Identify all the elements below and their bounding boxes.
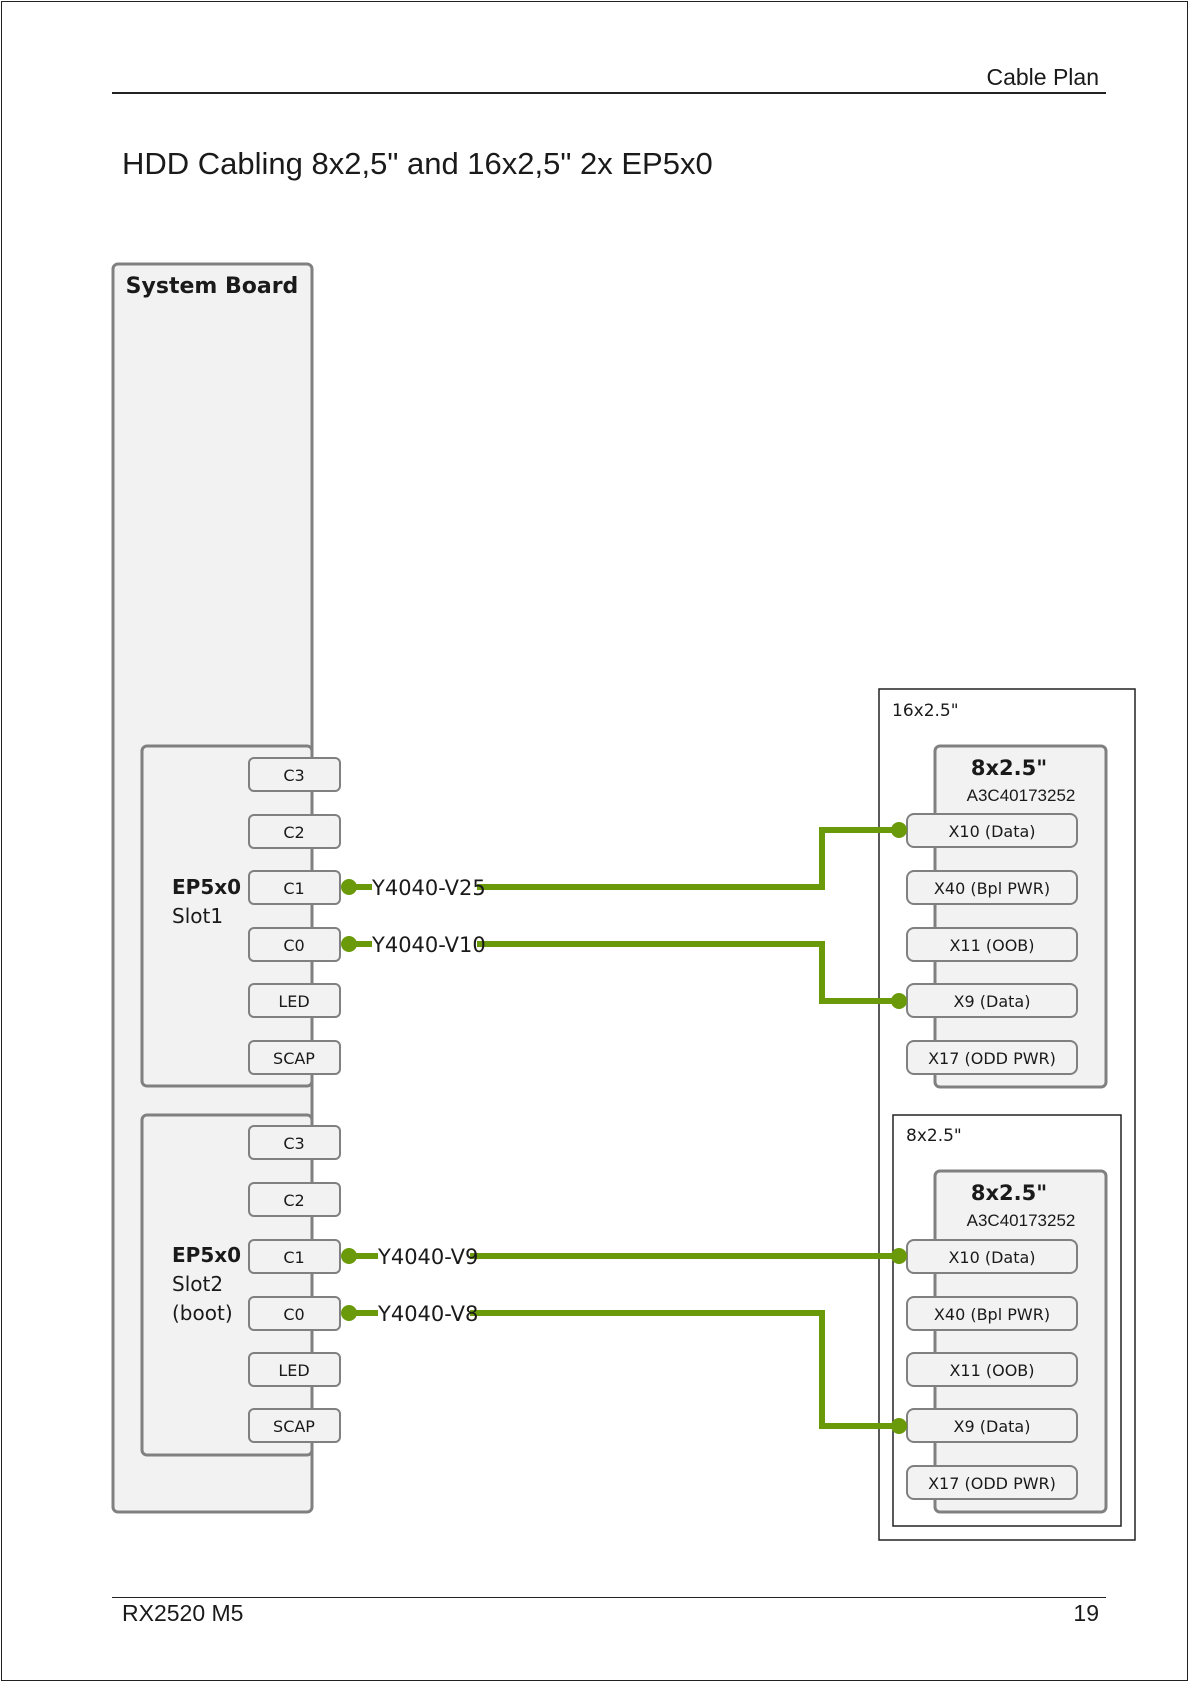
slot1-port-c3 — [248, 757, 341, 792]
page-title: HDD Cabling 8x2,5" and 16x2,5" 2x EP5x0 — [122, 146, 713, 181]
controller-slot2-boot: (boot) — [172, 1301, 233, 1325]
bp2-port-x17-label: X17 (ODD PWR) — [928, 1474, 1056, 1493]
bp2-port-x40-label: X40 (Bpl PWR) — [934, 1305, 1050, 1324]
slot2-port-c2 — [248, 1182, 341, 1217]
slot2-port-c3-label: C3 — [283, 1134, 304, 1153]
cable-label-v8: Y4040-V8 — [377, 1302, 478, 1326]
cage-8x25-label: 8x2.5" — [906, 1126, 962, 1146]
cable-label-v25: Y4040-V25 — [371, 876, 486, 900]
cage-16x25 — [878, 688, 1136, 1541]
slot1-port-scap — [248, 1040, 341, 1075]
bp1-port-x40-label: X40 (Bpl PWR) — [934, 879, 1050, 898]
bp1-port-x11-label: X11 (OOB) — [949, 936, 1034, 955]
footer-model: RX2520 M5 — [122, 1600, 244, 1626]
slot1-port-c3-label: C3 — [283, 766, 304, 785]
slot1-port-c2-label: C2 — [283, 823, 304, 842]
cage-8x25 — [892, 1114, 1122, 1527]
slot2-port-led-label: LED — [278, 1361, 309, 1380]
bp2-port-x11-label: X11 (OOB) — [949, 1361, 1034, 1380]
cable-y4040-v10 — [477, 941, 899, 1004]
bp2-port-x40 — [906, 1296, 1078, 1331]
backplane-1-ports: X10 (Data) X40 (Bpl PWR) X11 (OOB) X9 (D… — [906, 813, 1078, 1075]
endpoint-slot2-c0 — [341, 1305, 357, 1321]
slot2-port-c3 — [248, 1125, 341, 1160]
slot2-port-led — [248, 1352, 341, 1387]
header-title: Cable Plan — [986, 64, 1099, 90]
cable-label-v10: Y4040-V10 — [371, 933, 486, 957]
backplane-1-part: A3C40173252 — [967, 786, 1076, 805]
cable-labels: Y4040-V25 Y4040-V10 Y4040-V9 Y4040-V8 — [371, 876, 486, 1326]
slot2-port-c1-label: C1 — [283, 1248, 304, 1267]
bp2-port-x10 — [906, 1239, 1078, 1274]
slot1-port-c0-label: C0 — [283, 936, 304, 955]
slot2-port-c2-label: C2 — [283, 1191, 304, 1210]
controller-slot2-slot: Slot2 — [172, 1272, 223, 1296]
endpoint-bp2-x9 — [891, 1418, 907, 1434]
endpoint-slot1-c1 — [341, 879, 357, 895]
slot2-port-scap — [248, 1408, 341, 1443]
system-board-label: System Board — [126, 274, 299, 299]
bp1-port-x11 — [906, 927, 1078, 962]
cable-label-v9: Y4040-V9 — [377, 1245, 478, 1269]
controller-slot2-ports: C3 C2 C1 C0 LED SCAP — [248, 1125, 341, 1443]
endpoint-slot1-c0 — [341, 936, 357, 952]
controller-slot1-ports: C3 C2 C1 C0 LED SCAP — [248, 757, 341, 1075]
bp1-port-x17 — [906, 1040, 1078, 1075]
slot1-port-led — [248, 983, 341, 1018]
slot2-port-c0-label: C0 — [283, 1305, 304, 1324]
bp2-port-x10-label: X10 (Data) — [948, 1248, 1035, 1267]
slot2-port-c0 — [248, 1296, 341, 1331]
slot2-port-c1 — [248, 1239, 341, 1274]
endpoint-bp1-x9 — [891, 993, 907, 1009]
slot1-port-c2 — [248, 814, 341, 849]
bp1-port-x9-label: X9 (Data) — [954, 992, 1031, 1011]
controller-slot2-name: EP5x0 — [172, 1243, 241, 1267]
endpoint-bp1-x10 — [891, 822, 907, 838]
cables — [349, 827, 899, 1429]
controller-slot1 — [140, 744, 314, 1088]
backplane-2-ports: X10 (Data) X40 (Bpl PWR) X11 (OOB) X9 (D… — [906, 1239, 1078, 1500]
bp1-port-x40 — [906, 870, 1078, 905]
backplane-1-title: 8x2.5" — [971, 756, 1047, 780]
bp1-port-x9 — [906, 983, 1078, 1018]
slot1-port-scap-label: SCAP — [273, 1049, 315, 1068]
slot1-port-c1-label: C1 — [283, 879, 304, 898]
header-divider — [112, 92, 1106, 94]
slot1-port-led-label: LED — [278, 992, 309, 1011]
cable-y4040-v25 — [477, 827, 899, 890]
cage-16x25-label: 16x2.5" — [892, 701, 959, 721]
controller-slot1-name: EP5x0 — [172, 875, 241, 899]
slot1-port-c1 — [248, 870, 341, 905]
bp1-port-x10-label: X10 (Data) — [948, 822, 1035, 841]
bp2-port-x17 — [906, 1465, 1078, 1500]
footer-page-number: 19 — [1073, 1600, 1099, 1626]
endpoint-bp2-x10 — [891, 1248, 907, 1264]
slot1-port-c0 — [248, 927, 341, 962]
footer-divider — [112, 1597, 1106, 1598]
cable-y4040-v8 — [470, 1310, 899, 1429]
bp2-port-x9-label: X9 (Data) — [954, 1417, 1031, 1436]
slot2-port-scap-label: SCAP — [273, 1417, 315, 1436]
bp2-port-x11 — [906, 1352, 1078, 1387]
backplane-2-part: A3C40173252 — [967, 1211, 1076, 1230]
controller-slot2 — [140, 1113, 314, 1457]
bp1-port-x10 — [906, 813, 1078, 848]
bp2-port-x9 — [906, 1408, 1078, 1443]
endpoint-slot2-c1 — [341, 1248, 357, 1264]
cable-endpoints — [341, 822, 907, 1434]
bp1-port-x17-label: X17 (ODD PWR) — [928, 1049, 1056, 1068]
backplane-2-title: 8x2.5" — [971, 1181, 1047, 1205]
controller-slot1-slot: Slot1 — [172, 904, 223, 928]
